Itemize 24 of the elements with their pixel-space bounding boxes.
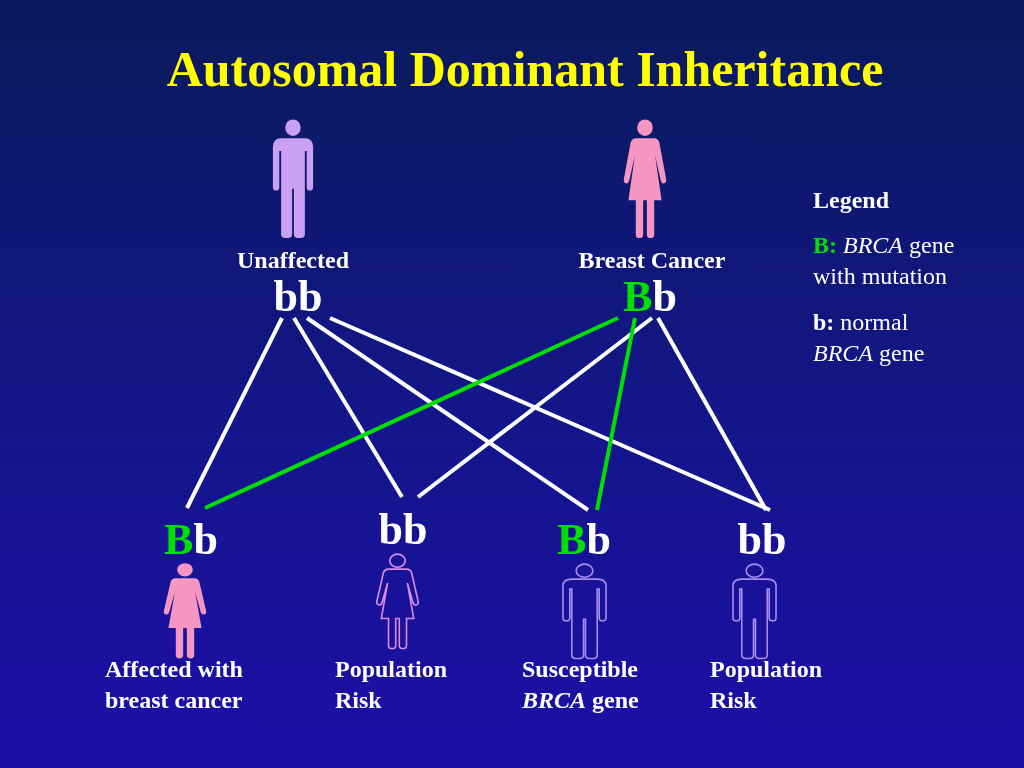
- phenotype-label: Population Risk: [710, 655, 824, 715]
- inheritance-line: [305, 316, 590, 512]
- genotype-text: Bb: [164, 522, 218, 558]
- phenotype-label: Unaffected: [237, 246, 349, 275]
- legend-entry: b: normal BRCA gene: [813, 308, 926, 368]
- genotype-text: bb: [737, 522, 787, 558]
- phenotype-label: Population Risk: [335, 655, 449, 715]
- legend-title: Legend: [813, 186, 889, 215]
- inheritance-line: [185, 317, 284, 509]
- phenotype-label: Affected with breast cancer: [105, 655, 244, 715]
- genotype-text: bb: [273, 279, 323, 315]
- genotype-text: bb: [378, 512, 428, 548]
- genotype-text: Bb: [557, 522, 611, 558]
- inheritance-line: [329, 316, 771, 512]
- inheritance-line: [595, 317, 637, 511]
- phenotype-label: Breast Cancer: [578, 246, 726, 275]
- legend-entry: B: BRCA gene with mutation: [813, 231, 956, 291]
- inheritance-line: [416, 316, 654, 499]
- inheritance-line: [656, 317, 768, 511]
- inheritance-line: [204, 316, 619, 510]
- title: Autosomal Dominant Inheritance: [166, 41, 884, 97]
- genotype-text: Bb: [623, 279, 677, 315]
- phenotype-label: Susceptible BRCA gene: [522, 655, 640, 715]
- inheritance-line: [292, 316, 404, 499]
